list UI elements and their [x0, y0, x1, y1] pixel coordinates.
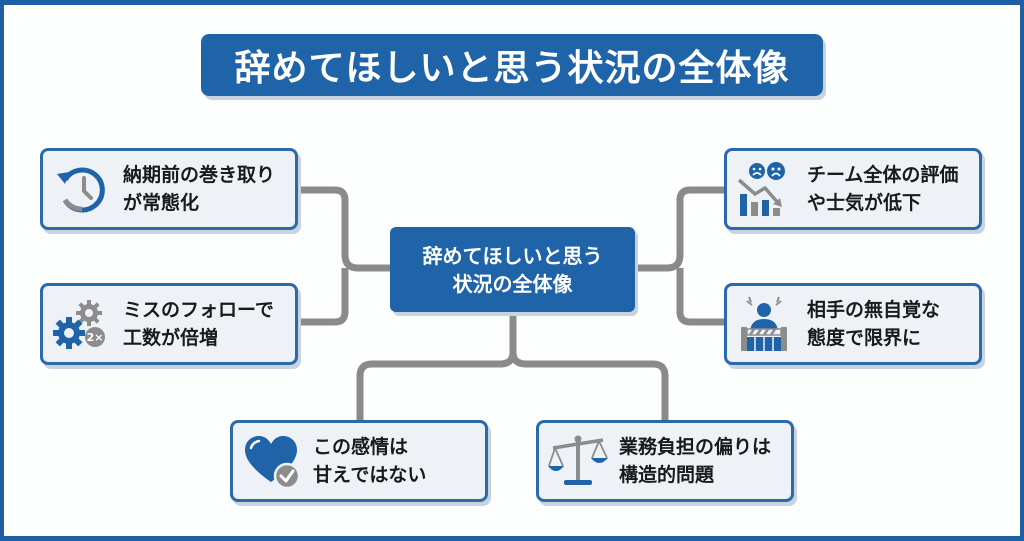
node-feeling-line-2: 甘えではない: [313, 464, 427, 486]
node-limit: 相手の無自覚な 態度で限界に: [724, 283, 982, 365]
node-deadline-line-2: が常態化: [123, 192, 200, 214]
node-structure-line-2: 構造的問題: [619, 464, 715, 486]
node-team-line-1: チーム全体の評価: [807, 164, 959, 186]
title-banner: 辞めてほしいと思う状況の全体像: [201, 34, 823, 96]
connector-bottom: [356, 312, 669, 420]
gears-2x-icon: 2×: [53, 300, 105, 349]
node-feeling: この感情は 甘えではない: [230, 420, 488, 502]
node-limit-line-1: 相手の無自覚な: [807, 299, 941, 321]
node-mistakes: 2× ミスのフォローで 工数が倍増: [40, 283, 298, 365]
heart-check-icon: [245, 436, 301, 490]
node-mistakes-line-2: 工数が倍増: [123, 327, 219, 349]
node-mistakes-line-1: ミスのフォローで: [123, 299, 274, 321]
svg-text:2×: 2×: [87, 331, 104, 344]
node-team: チーム全体の評価 や士気が低下: [724, 148, 982, 230]
center-line-2: 状況の全体像: [452, 271, 573, 296]
connector-left: [300, 186, 390, 326]
declining-chart-sad-faces-icon: [737, 162, 785, 216]
node-deadline-line-1: 納期前の巻き取り: [123, 164, 276, 186]
center-node: 辞めてほしいと思う 状況の全体像: [390, 227, 635, 312]
connector-right: [635, 186, 725, 326]
node-deadline: 納期前の巻き取り が常態化: [40, 148, 298, 230]
node-structure: 業務負担の偏りは 構造的問題: [536, 420, 794, 502]
clock-rewind-icon: [57, 167, 105, 213]
node-limit-line-2: 態度で限界に: [807, 327, 922, 349]
node-team-line-2: や士気が低下: [807, 192, 922, 214]
center-line-1: 辞めてほしいと思う: [422, 243, 603, 268]
title-text: 辞めてほしいと思う状況の全体像: [234, 48, 790, 89]
frustrated-person-barrier-icon: [741, 296, 787, 351]
balance-scale-icon: [548, 435, 608, 485]
node-structure-line-1: 業務負担の偏りは: [619, 436, 772, 458]
node-feeling-line-1: この感情は: [313, 436, 409, 458]
